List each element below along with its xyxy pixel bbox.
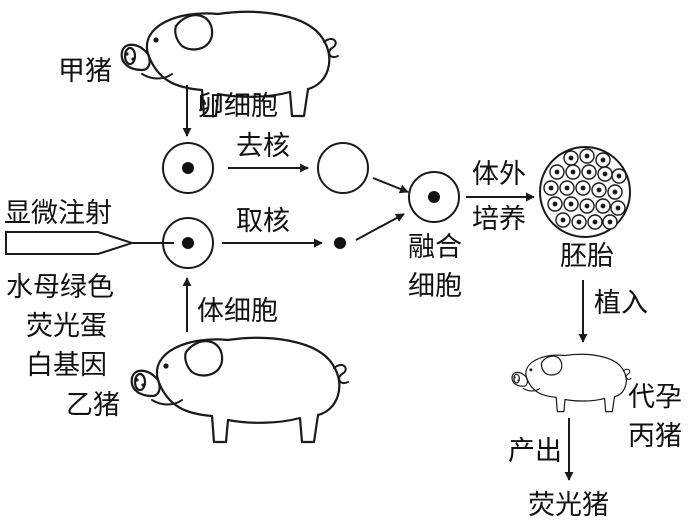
egg-cell-label: 卵细胞 bbox=[197, 91, 278, 122]
result-label: 荧光猪 bbox=[528, 490, 609, 521]
isolated-nucleus bbox=[334, 237, 346, 249]
gene-label-line3: 白基因 bbox=[26, 350, 107, 381]
implant-label: 植入 bbox=[594, 288, 648, 319]
surrogate-pig-illustration bbox=[512, 354, 631, 411]
microinjection-label: 显微注射 bbox=[4, 198, 112, 229]
fused-cell bbox=[409, 172, 459, 222]
embryo-label: 胚胎 bbox=[560, 241, 614, 272]
gene-label-line2: 荧光蛋 bbox=[26, 311, 107, 342]
pig-a-label: 甲猪 bbox=[58, 56, 112, 87]
egg-cell bbox=[163, 143, 213, 193]
gene-label-line1: 水母绿色 bbox=[6, 272, 114, 303]
in-vitro-label-line2: 培养 bbox=[472, 204, 526, 235]
pig-b-label: 乙猪 bbox=[66, 390, 120, 421]
surrogate-label-line1: 代孕 bbox=[628, 382, 682, 413]
embryo-cell-mass bbox=[540, 147, 630, 237]
fused-cell-label-line1: 融合 bbox=[408, 232, 462, 263]
produce-label: 产出 bbox=[508, 436, 562, 467]
enucleate-label: 去核 bbox=[236, 131, 290, 162]
enucleated-egg bbox=[318, 143, 368, 193]
arrow-enucleated-to-fused bbox=[373, 178, 408, 192]
take-nucleus-label: 取核 bbox=[236, 206, 290, 237]
body-cell-label: 体细胞 bbox=[197, 296, 278, 327]
surrogate-label-line2: 丙猪 bbox=[628, 421, 682, 452]
in-vitro-label-line1: 体外 bbox=[472, 159, 526, 190]
fused-cell-label-line2: 细胞 bbox=[408, 271, 462, 302]
pig-b-illustration bbox=[132, 338, 348, 442]
arrow-nucleus-to-fused bbox=[356, 214, 404, 240]
injection-needle bbox=[6, 232, 174, 254]
